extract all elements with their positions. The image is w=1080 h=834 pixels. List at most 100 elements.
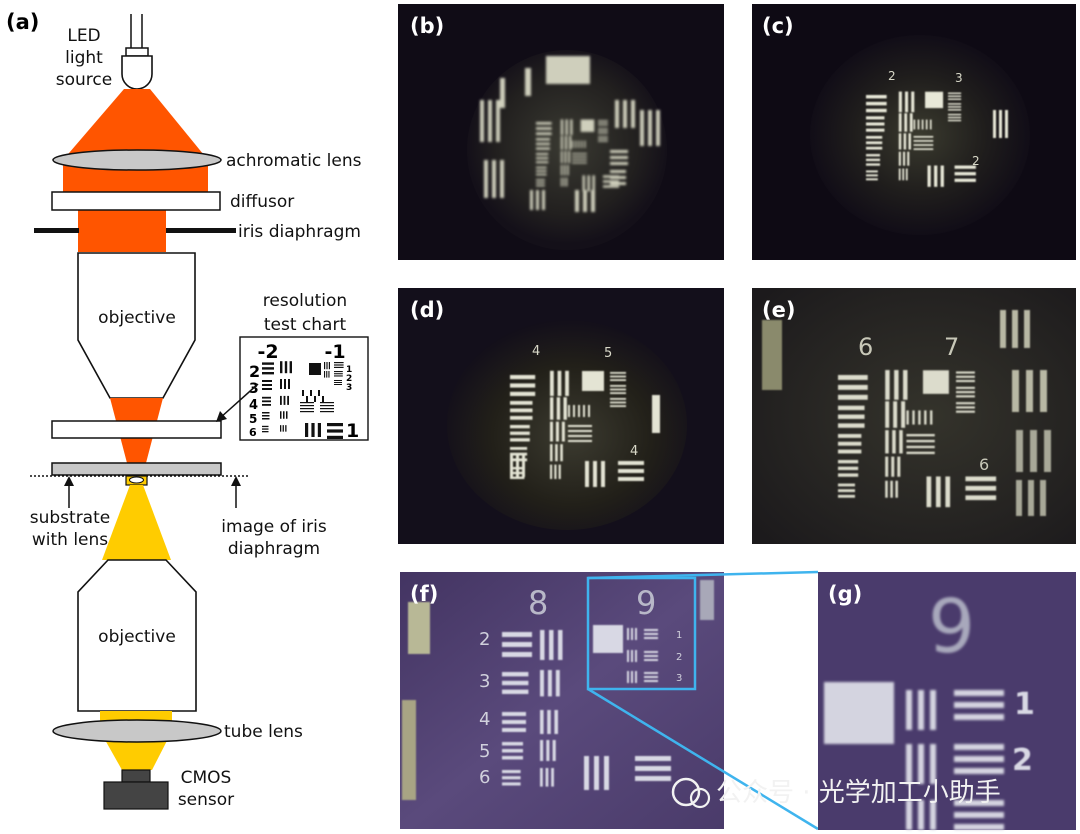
target-bar-vertical (891, 456, 895, 477)
target-bar-horizontal (866, 158, 881, 162)
target-bar-horizontal (635, 766, 671, 771)
target-bar-vertical (317, 423, 321, 437)
target-fine-bar (921, 119, 924, 130)
target-bar-horizontal (948, 119, 962, 122)
target-bar-horizontal (334, 373, 343, 375)
target-bar-horizontal (948, 103, 962, 105)
target-fine-bar (906, 439, 935, 443)
target-bar-horizontal (510, 425, 530, 429)
target-bar-vertical (1030, 430, 1037, 472)
target-bar-horizontal (965, 495, 997, 501)
target-bar-horizontal (502, 782, 521, 786)
target-fine-bar (573, 405, 575, 417)
panel-e-number-2: 7 (944, 333, 959, 361)
target-bar-horizontal (598, 120, 608, 122)
target-bar-vertical (885, 401, 890, 428)
target-fine-bar (578, 140, 580, 149)
target-bar-vertical (280, 411, 282, 419)
target-bar-vertical (284, 361, 288, 374)
target-bar-vertical (897, 456, 901, 477)
target-fine-bar (571, 162, 587, 164)
test-chart-arrowhead (216, 411, 227, 422)
target-bar-vertical (909, 113, 913, 132)
target-bar-vertical (631, 671, 633, 683)
target-bar-horizontal (502, 642, 532, 647)
target-bar-horizontal (610, 170, 626, 173)
target-bar-horizontal (327, 429, 343, 433)
target-bar-vertical (945, 476, 951, 508)
target-bar-horizontal (838, 394, 868, 400)
target-bar-horizontal (956, 379, 975, 383)
target-bar-horizontal (536, 122, 552, 125)
target-bar-horizontal (954, 178, 976, 182)
achromatic-lens-label: achromatic lens (226, 151, 362, 171)
resolution-label-line1: resolution (263, 291, 347, 311)
target-bar-horizontal (510, 401, 533, 405)
target-bar-horizontal (602, 185, 620, 188)
target-fine-bar (571, 159, 587, 161)
target-bar-vertical (560, 150, 563, 164)
orange-beam-cone (63, 89, 208, 160)
target-square (824, 682, 894, 744)
target-fine-bar (571, 140, 574, 149)
target-bar-horizontal (644, 672, 658, 674)
target-bar-vertical (280, 361, 283, 374)
target-bar-horizontal (536, 127, 552, 130)
target-bar-vertical (287, 395, 289, 405)
target-square (309, 363, 321, 375)
target-bar-vertical (627, 671, 629, 683)
panel-f-left-3: 3 (479, 671, 490, 692)
target-bar-horizontal (510, 438, 530, 442)
chart-elem-left-2: 3 (249, 381, 259, 397)
target-bar-vertical (762, 320, 782, 390)
led-label-line1: LED (67, 26, 100, 46)
target-bar-vertical (567, 164, 569, 176)
target-bar-vertical (631, 628, 633, 640)
target-bar-vertical (926, 476, 932, 508)
panel-b-label: (b) (410, 14, 444, 38)
target-bar-horizontal (956, 386, 975, 389)
iris-blade-right (166, 228, 236, 233)
target-bar-vertical (568, 150, 571, 164)
target-bar-vertical (918, 800, 924, 830)
target-bar-vertical (328, 362, 330, 370)
target-bar-vertical (550, 397, 554, 420)
objective-bottom-label: objective (98, 627, 176, 647)
target-bar-vertical (575, 190, 579, 212)
target-bar-horizontal (262, 396, 271, 399)
panel-d-label: (d) (410, 298, 444, 322)
target-bar-vertical (554, 464, 557, 479)
target-bar-vertical (905, 168, 908, 181)
target-bar-horizontal (598, 124, 608, 126)
target-fine-bar (581, 140, 583, 149)
target-bar-horizontal (334, 366, 344, 368)
target-bar-vertical (902, 168, 905, 181)
target-fine-bar (575, 140, 577, 149)
target-bar-vertical (569, 135, 572, 150)
target-bar-vertical (898, 168, 901, 181)
target-bar-vertical (904, 113, 908, 132)
chart-elem-bottom: 1 (346, 420, 359, 442)
target-bar-horizontal (598, 132, 608, 134)
panel-f-number-8: 8 (528, 584, 548, 622)
target-bar-horizontal (838, 414, 865, 419)
iris-blade-left (34, 228, 79, 233)
target-bar-vertical (560, 164, 563, 176)
target-bar-horizontal (262, 404, 271, 406)
target-bar-vertical (557, 370, 562, 396)
target-bar-horizontal (610, 405, 626, 407)
target-bar-vertical (635, 628, 637, 640)
panel-g-right-2: 2 (1012, 743, 1033, 778)
substrate (51, 462, 222, 476)
target-bar-horizontal (602, 180, 620, 183)
cmos-sensor (103, 781, 169, 810)
target-bar-vertical (324, 362, 326, 370)
target-bar-vertical (545, 768, 549, 787)
target-bar-horizontal (954, 702, 1004, 708)
target-bar-vertical (635, 650, 637, 662)
target-bar-horizontal (510, 408, 533, 413)
target-fine-bar (322, 396, 324, 402)
target-bar-vertical (564, 150, 567, 164)
target-bar-vertical (289, 361, 292, 374)
target-bar-vertical (550, 464, 553, 479)
